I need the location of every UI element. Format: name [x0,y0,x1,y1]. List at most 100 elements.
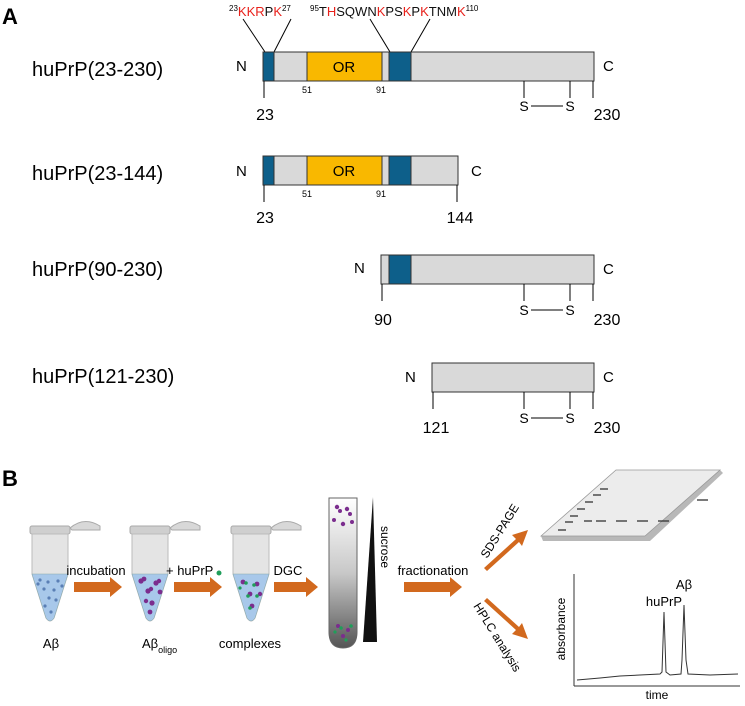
huprp-dot-icon [216,570,222,576]
tube2-label: Aβoligo [142,636,177,655]
c-terminus-label: C [603,369,614,386]
sequence-letter: K [377,4,386,19]
panel-b-label: B [2,466,18,491]
start-residue: 90 [374,312,392,329]
end-residue: 230 [594,312,621,329]
callout-line [242,18,266,53]
c-terminus-label: C [471,163,482,180]
cysteine-s1: S [519,98,528,114]
octarepeat-label: OR [333,59,356,76]
n-terminus-label: N [405,369,416,386]
tube-complexes [230,521,302,622]
sequence-letter: S [394,4,403,19]
basic-cluster-box [388,254,412,285]
sequence-letter: P [385,4,394,19]
tube-abeta-oligo [129,521,201,622]
construct-name: huPrP(90-230) [32,259,163,281]
sequence-letter: K [247,4,256,19]
sequence-letter: K [403,4,412,19]
sequence-letter: S [336,4,345,19]
octarepeat-box [306,155,383,186]
n-terminus-label: N [354,260,365,277]
cysteine-s2: S [565,98,574,114]
octarepeat-label: OR [333,163,356,180]
arrow-down-right-icon [484,598,528,639]
time-label: time [646,688,669,702]
peak-abeta-label: Aβ [676,577,692,592]
n-terminus-label: N [236,58,247,75]
or-end-number: 91 [376,189,386,199]
cysteine-s2: S [565,302,574,318]
arrow-right-icon [174,577,222,597]
tube1-label: Aβ [43,636,59,651]
dgc-label: DGC [274,563,303,578]
octarepeat-box [306,51,383,82]
tube-abeta [29,521,101,622]
sequence-letter: P [411,4,420,19]
construct-23-230: huPrP(23-230) N OR C 51 91 23 230 S S [32,51,621,124]
panel-a-label: A [2,4,18,29]
cysteine-s1: S [519,302,528,318]
sequence-left: 23KKRPK27 [229,4,291,19]
sequence-letter: P [265,4,274,19]
hplc-chromatogram: absorbance time huPrP Aβ [554,574,740,702]
protein-bar [431,362,595,393]
cysteine-s1: S [519,410,528,426]
c-terminus-label: C [603,58,614,75]
callout-line [410,18,431,53]
sequence-letter: M [446,4,457,19]
sucrose-label: sucrose [378,526,392,568]
sequence-letter: N [367,4,376,19]
sequence-letter: W [355,4,368,19]
sequence-letter: K [457,4,466,19]
n-terminus-label: N [236,163,247,180]
sds-page-label: SDS-PAGE [478,501,522,560]
end-residue: 230 [594,420,621,437]
or-start-number: 51 [302,85,312,95]
gradient-wedge-icon [363,497,377,642]
construct-name: huPrP(23-144) [32,163,163,185]
sequence-letter: H [327,4,336,19]
construct-name: huPrP(23-230) [32,59,163,81]
sequence-letter: R [255,4,264,19]
add-huprp-label: + huPrP [166,563,213,578]
or-start-number: 51 [302,189,312,199]
tube3-label: complexes [219,636,282,651]
fractionation-label: fractionation [398,563,469,578]
sds-page-gel [539,469,723,541]
end-residue: 144 [447,210,474,227]
start-residue: 121 [423,420,450,437]
basic-cluster-box [262,51,275,82]
construct-90-230: huPrP(90-230) N C 90 230 S S [32,254,621,329]
sequence-letter: N [437,4,446,19]
basic-cluster-box [388,155,412,186]
chromatogram-trace [576,604,739,681]
sequence-letter: Q [345,4,355,19]
cysteine-s2: S [565,410,574,426]
callout-line [369,18,391,53]
arrow-right-icon [74,577,122,597]
start-residue: 23 [256,210,274,227]
arrow-right-icon [404,577,462,597]
sequence-right: 95THSQWNKPSKPKTNMK110 [310,4,479,19]
basic-cluster-box [388,51,412,82]
construct-23-144: huPrP(23-144) N OR C 51 91 23 144 [32,155,482,227]
sequence-letter: T [319,4,327,19]
callout-line [273,18,292,53]
construct-121-230: huPrP(121-230) N C 121 230 S S [32,362,621,437]
protein-bar [380,254,595,285]
incubation-label: incubation [66,563,125,578]
c-terminus-label: C [603,261,614,278]
end-residue: 230 [594,107,621,124]
construct-name: huPrP(121-230) [32,366,174,388]
absorbance-label: absorbance [554,597,568,660]
sequence-letter: K [238,4,247,19]
sequence-letter: K [273,4,282,19]
basic-cluster-box [262,155,275,186]
centrifuge-tube [328,497,358,649]
or-end-number: 91 [376,85,386,95]
sequence-letter: K [420,4,429,19]
sequence-letter: T [429,4,437,19]
arrow-right-icon [274,577,318,597]
